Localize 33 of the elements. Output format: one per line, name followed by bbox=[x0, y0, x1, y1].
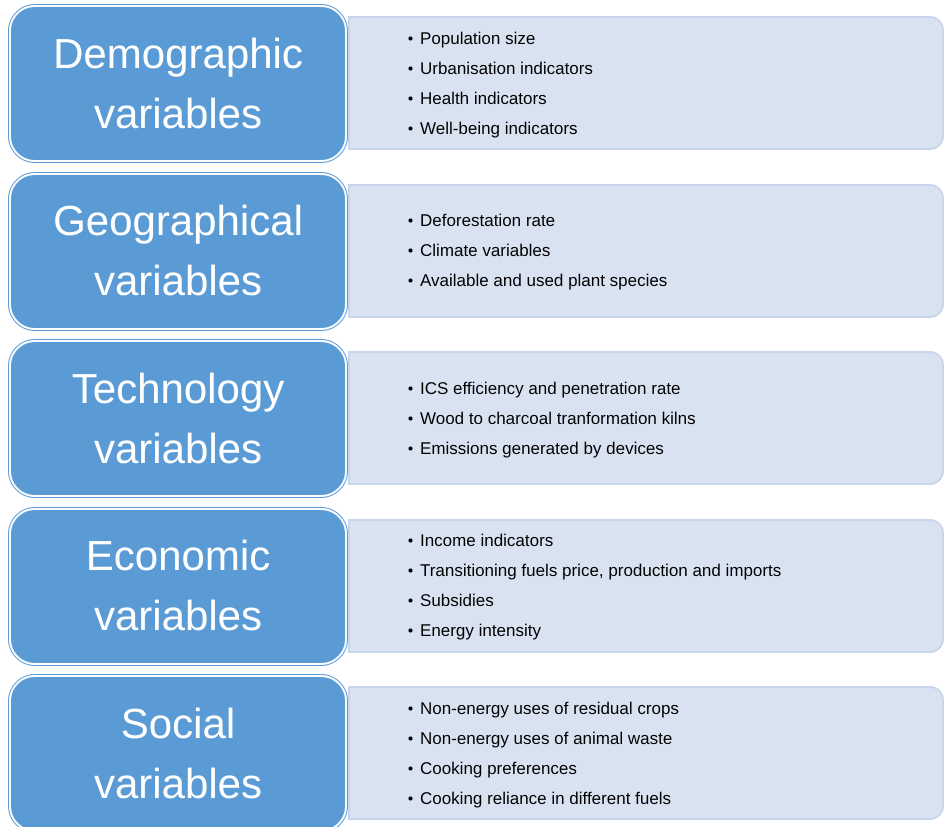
list-item-text: Cooking reliance in different fuels bbox=[420, 790, 672, 806]
list-item-text: Urbanisation indicators bbox=[420, 60, 593, 76]
list-item-text: ICS efficiency and penetration rate bbox=[420, 380, 681, 396]
list-item-text: Energy intensity bbox=[420, 622, 541, 639]
list-item-text: Non-energy uses of animal waste bbox=[420, 730, 672, 746]
category-box bbox=[9, 508, 347, 664]
list-item-text: Available and used plant species bbox=[420, 272, 668, 289]
category-box bbox=[9, 340, 347, 497]
list-item-text: Wood to charcoal tranformation kilns bbox=[420, 410, 696, 426]
list-item-text: Non-energy uses of residual crops bbox=[420, 700, 679, 716]
category-box bbox=[9, 675, 347, 827]
list-item-text: Emissions generated by devices bbox=[420, 440, 664, 456]
list-item-text: Deforestation rate bbox=[420, 212, 556, 229]
bullet-list-panel bbox=[348, 184, 944, 318]
list-item-text: Transitioning fuels price, production and imports bbox=[420, 562, 782, 579]
list-item-text: Population size bbox=[420, 30, 536, 46]
bullet-list-panel bbox=[348, 16, 944, 150]
list-item-text: Well-being indicators bbox=[420, 120, 578, 136]
category-title: Social variables bbox=[92, 698, 264, 808]
bullet-list-panel bbox=[348, 351, 944, 485]
category-title: Technology variables bbox=[70, 364, 286, 474]
bullet-list-panel bbox=[348, 518, 944, 652]
list-item-text: Climate variables bbox=[420, 242, 550, 259]
bullet-list-panel bbox=[348, 686, 944, 820]
category-box bbox=[9, 5, 347, 162]
list-item-text: Health indicators bbox=[420, 90, 547, 106]
list-item-text: Income indicators bbox=[420, 532, 554, 549]
list-item-text: Cooking preferences bbox=[420, 760, 577, 776]
category-box bbox=[9, 172, 347, 330]
list-item-text: Subsidies bbox=[420, 592, 494, 609]
category-title: Geographical variables bbox=[52, 196, 304, 306]
category-title: Demographic variables bbox=[52, 28, 304, 138]
category-title: Economic variables bbox=[84, 531, 272, 641]
